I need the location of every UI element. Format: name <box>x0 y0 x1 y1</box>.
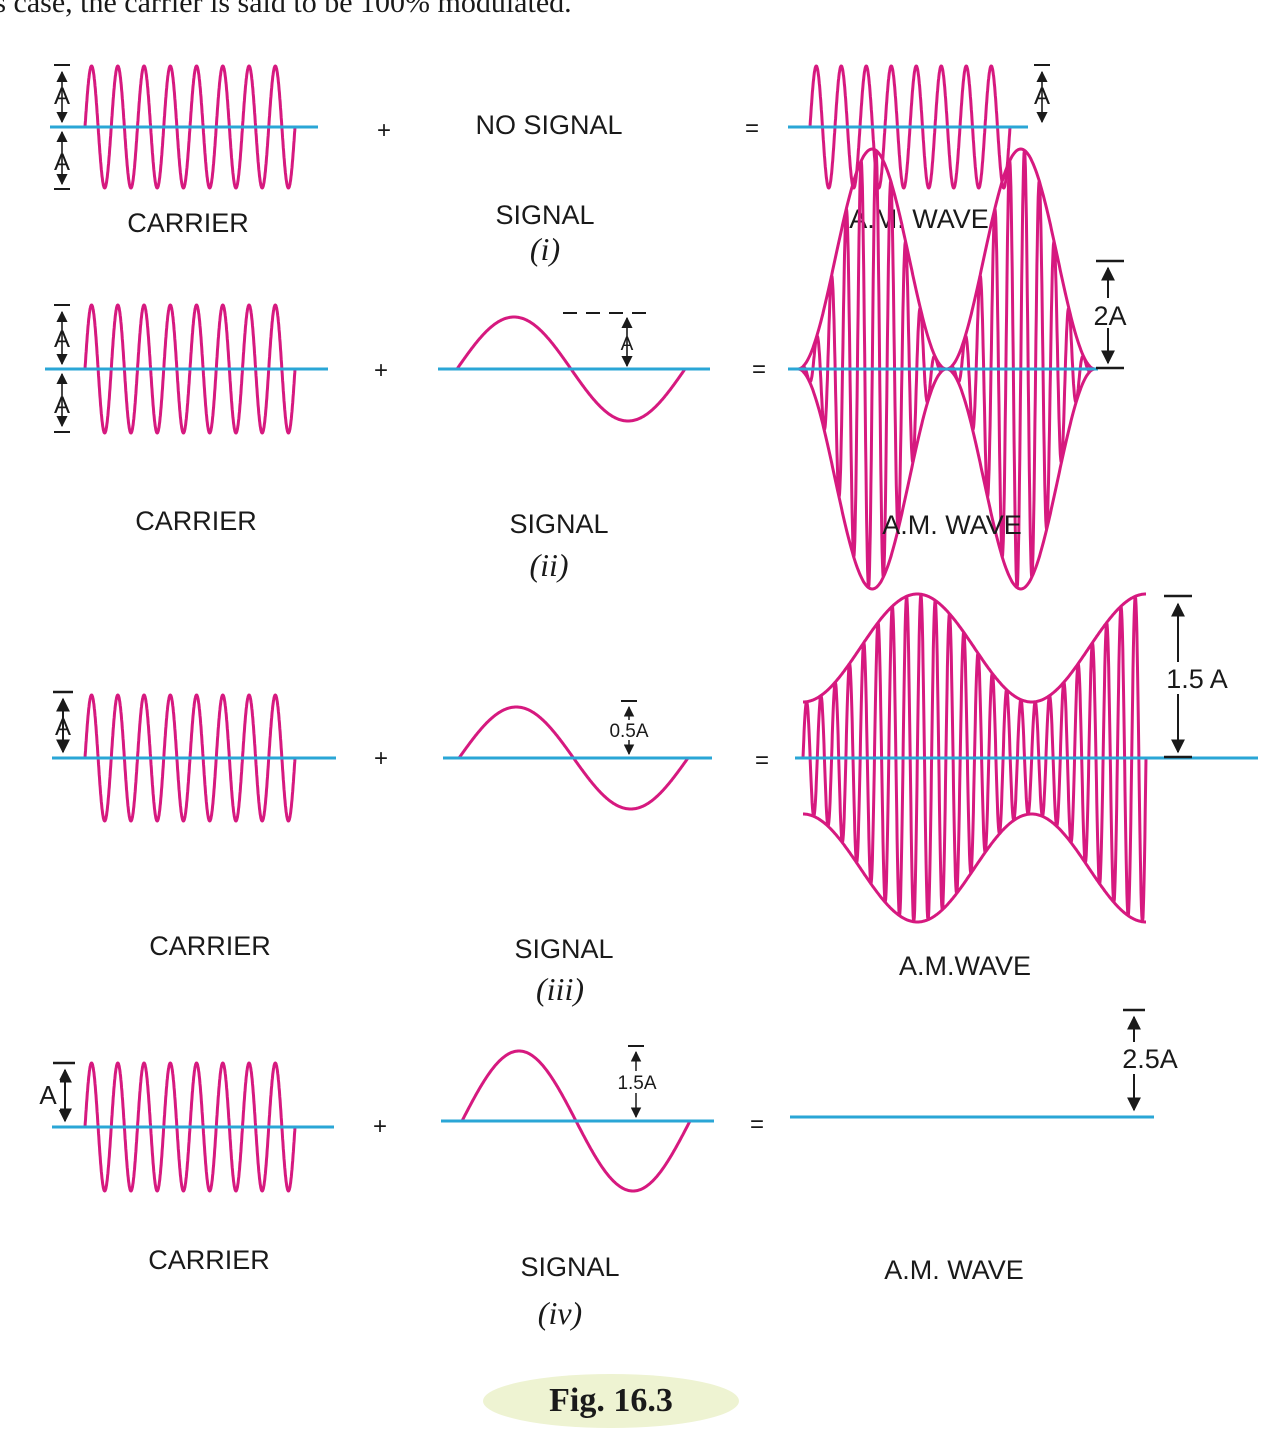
carrier-wave-i <box>50 64 318 190</box>
am-wave-dimension-iii: 1.5 A <box>1160 594 1236 759</box>
carrier-wave-iii <box>52 693 336 823</box>
carrier-wave-iv <box>52 1061 334 1193</box>
row-iv: A CARRIER + 1.5A SIGNAL (iv) = 2.5A A.M.… <box>36 1008 1186 1331</box>
carrier-label-ii: CARRIER <box>135 506 257 536</box>
carrier-dim-label-ii-2: A <box>54 392 70 419</box>
carrier-dim-label-iv: A <box>39 1080 57 1110</box>
signal-dim-label-ii: A <box>621 334 634 355</box>
plus-operator-ii: + <box>374 357 388 384</box>
am-wave-dim-label-i: A <box>1034 83 1050 110</box>
roman-label-ii: (ii) <box>529 547 568 583</box>
signal-dimension-iii: 0.5A <box>604 700 654 756</box>
plus-operator-iv: + <box>373 1113 387 1140</box>
equals-operator-iv: = <box>750 1111 764 1138</box>
carrier-label-iii: CARRIER <box>149 931 271 961</box>
am-wave-label-i: A.M. WAVE <box>849 204 989 234</box>
roman-label-i: (i) <box>530 231 560 267</box>
carrier-wave-ii <box>45 303 328 435</box>
carrier-dim-label-ii-1: A <box>54 326 70 353</box>
carrier-dimension-iii: A <box>53 690 73 754</box>
am-wave-dim-label-iii: 1.5 A <box>1166 664 1228 694</box>
carrier-dimension-i: A A <box>54 64 70 190</box>
am-wave-dimension-i: A <box>1034 64 1050 124</box>
am-wave-label-ii: A.M. WAVE <box>882 510 1022 540</box>
signal-dim-label-iii: 0.5A <box>609 721 648 742</box>
figure-caption: Fig. 16.3 <box>483 1374 739 1428</box>
row-iii: A CARRIER + 0.5A SIGNAL (iii) = 1.5 A A.… <box>52 592 1258 1007</box>
signal-label-i: SIGNAL <box>495 200 594 230</box>
am-wave-i <box>788 64 1028 190</box>
equals-operator-i: = <box>745 115 759 142</box>
signal-label-ii: SIGNAL <box>509 509 608 539</box>
signal-label-iv: SIGNAL <box>520 1252 619 1282</box>
carrier-dimension-iv: A <box>36 1061 75 1123</box>
equals-operator-ii: = <box>752 356 766 383</box>
row-ii: A A CARRIER + A SIGNAL (ii) = 2A A.M. WA… <box>45 147 1130 591</box>
am-wave-dim-label-iv: 2.5A <box>1122 1044 1178 1074</box>
am-wave-dim-label-ii: 2A <box>1093 301 1126 331</box>
roman-label-iii: (iii) <box>536 971 584 1007</box>
am-wave-dimension-ii: 2A <box>1090 259 1130 370</box>
am-wave-dimension-iv: 2.5A <box>1112 1008 1186 1112</box>
signal-dimension-iv: 1.5A <box>610 1045 664 1119</box>
roman-label-iv: (iv) <box>538 1295 582 1331</box>
carrier-label-iv: CARRIER <box>148 1245 270 1275</box>
signal-wave-iv <box>441 1049 714 1193</box>
signal-dimension-ii: A <box>563 312 650 368</box>
plus-operator-iii: + <box>374 745 388 772</box>
carrier-dim-label-iii: A <box>55 714 71 741</box>
signal-dim-label-iv: 1.5A <box>617 1073 656 1094</box>
intro-text: is case, the carrier is said to be 100% … <box>0 0 572 19</box>
am-wave-label-iii: A.M.WAVE <box>899 951 1031 981</box>
carrier-label-i: CARRIER <box>127 208 249 238</box>
signal-wave-iii <box>443 705 712 811</box>
no-signal-text: NO SIGNAL <box>475 110 622 140</box>
am-wave-label-iv: A.M. WAVE <box>884 1255 1024 1285</box>
row-i: A A CARRIER + NO SIGNAL SIGNAL (i) = A A… <box>50 64 1050 267</box>
signal-wave-ii <box>438 315 710 423</box>
am-wave-ii <box>788 147 1098 591</box>
signal-label-iii: SIGNAL <box>514 934 613 964</box>
am-modulation-figure: A A CARRIER + NO SIGNAL SIGNAL (i) = A A… <box>36 64 1258 1331</box>
carrier-dim-label-i-1: A <box>54 83 70 110</box>
carrier-dim-label-i-2: A <box>54 149 70 176</box>
equals-operator-iii: = <box>755 747 769 774</box>
carrier-dimension-ii: A A <box>54 304 70 433</box>
plus-operator-i: + <box>377 117 391 144</box>
